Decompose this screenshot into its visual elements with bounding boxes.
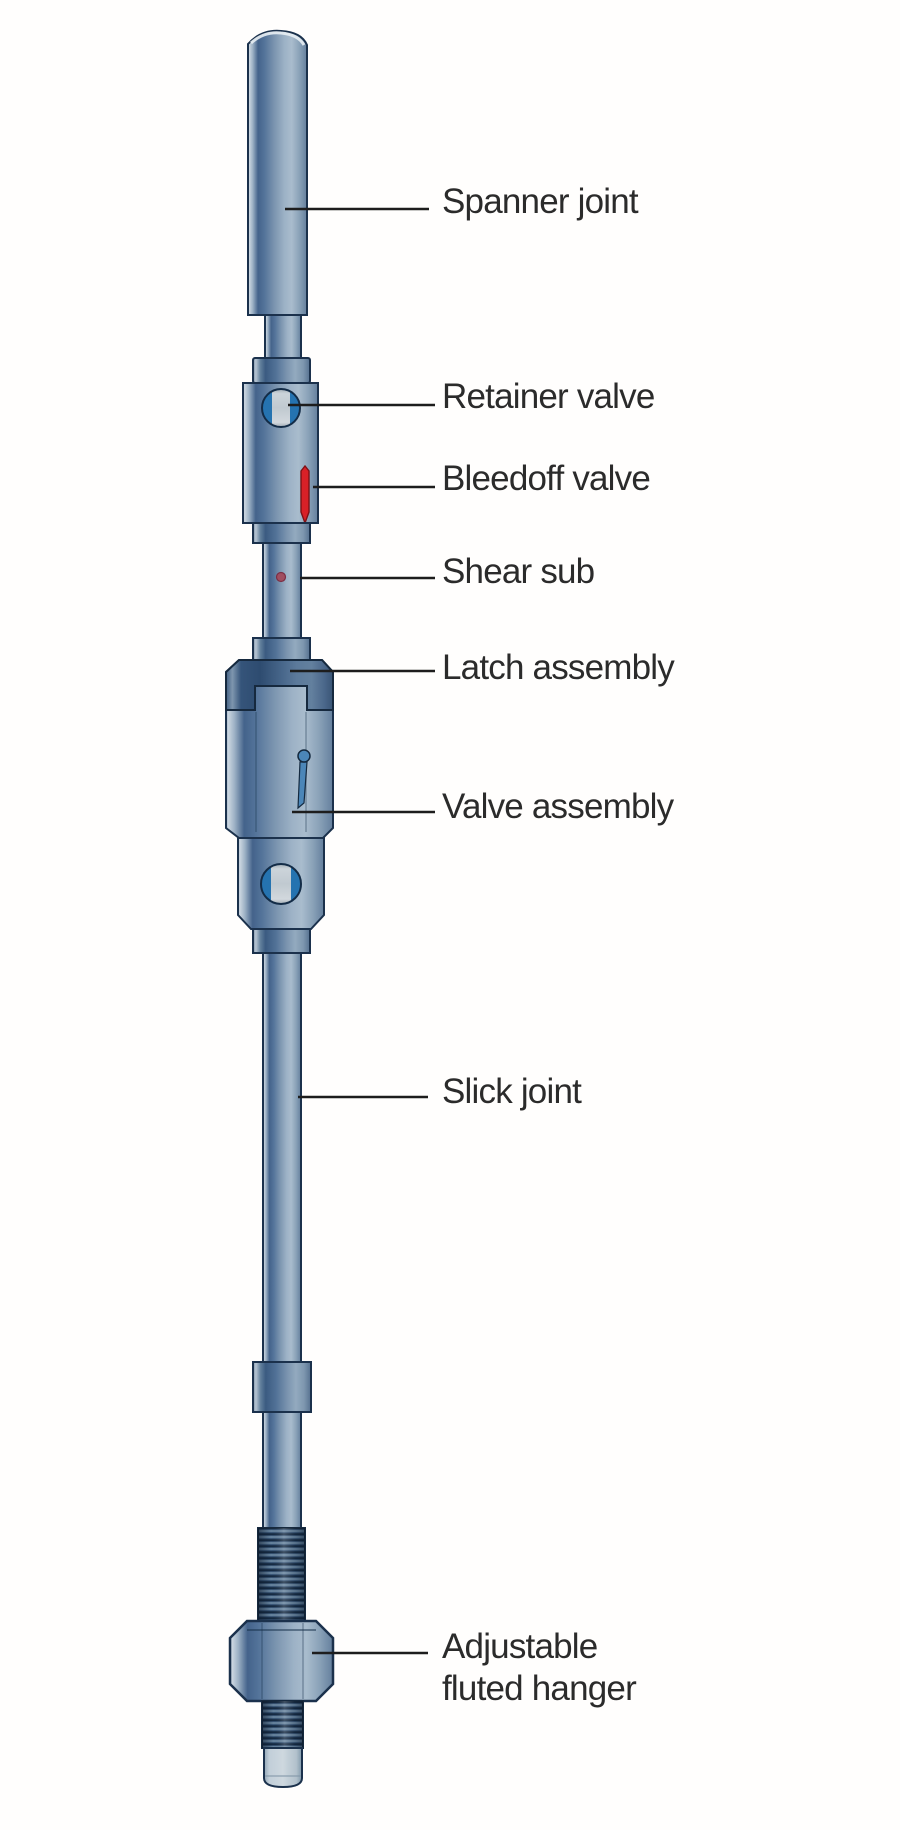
- label-adjustable-fluted-hanger-line2: fluted hanger: [442, 1669, 637, 1708]
- latch-valve-body-graphic: [225, 659, 334, 839]
- shear-pin: [275, 571, 287, 583]
- latch-cap: [225, 659, 334, 711]
- bottom-stub-graphic: [263, 1747, 303, 1789]
- spanner-joint-graphic: [247, 29, 308, 316]
- slick-joint-graphic: [262, 952, 302, 1363]
- bleedoff-valve-graphic: [300, 464, 310, 526]
- shear-sub-graphic: [252, 542, 311, 661]
- label-bleedoff-valve: Bleedoff valve: [442, 459, 650, 498]
- label-retainer-valve: Retainer valve: [442, 377, 655, 416]
- label-latch-assembly: Latch assembly: [442, 648, 675, 687]
- upper-threads-graphic: [257, 1527, 306, 1622]
- adjustable-fluted-hanger-graphic: [228, 1619, 335, 1703]
- coupling-collar: [252, 1361, 312, 1413]
- retainer-valve-graphic: [242, 382, 319, 524]
- valve-lever: [297, 749, 311, 810]
- label-adjustable-fluted-hanger-line1: Adjustable: [442, 1627, 597, 1666]
- label-spanner-joint: Spanner joint: [442, 182, 639, 221]
- label-slick-joint: Slick joint: [442, 1072, 582, 1111]
- lower-tube: [262, 1411, 302, 1529]
- retainer-lower-collar: [252, 522, 311, 544]
- valve-ball-housing-graphic: [237, 837, 325, 954]
- lower-threads-graphic: [261, 1700, 304, 1749]
- label-shear-sub: Shear sub: [442, 552, 594, 591]
- label-valve-assembly: Valve assembly: [442, 787, 675, 826]
- spanner-neck-graphic: [252, 314, 311, 384]
